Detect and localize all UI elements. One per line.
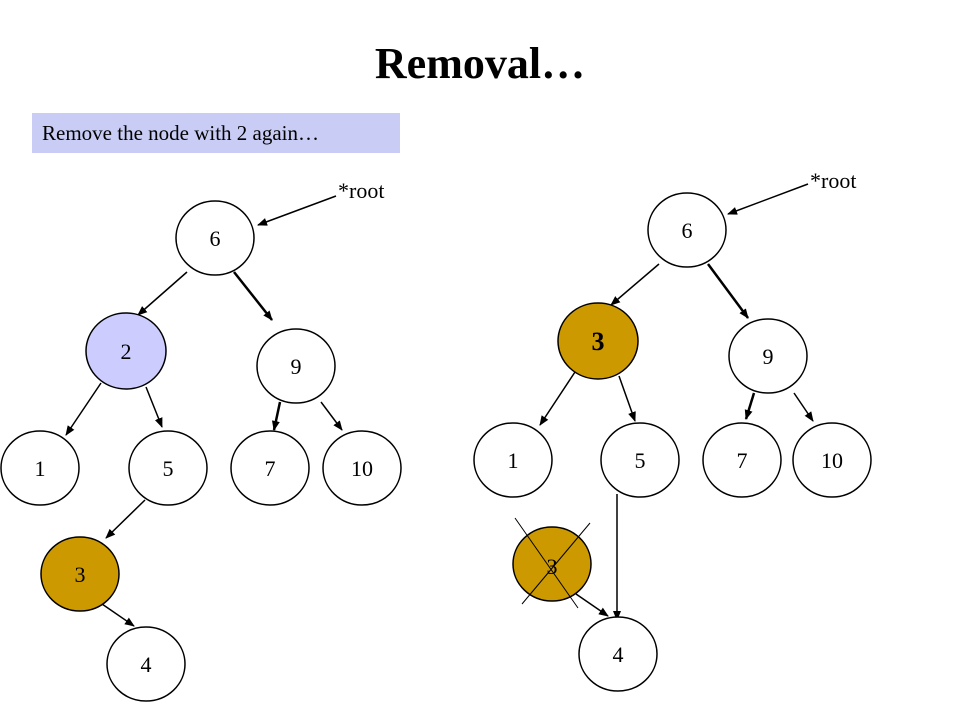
right-node-3-removed: 3 [512, 517, 592, 609]
left-node-3: 3 [40, 536, 120, 612]
right-edge-3-4 [575, 593, 609, 617]
right-root-label: *root [810, 168, 856, 193]
svg-text:10: 10 [351, 456, 373, 481]
right-edge-6-3 [610, 263, 660, 306]
left-root-label: *root [338, 178, 384, 203]
right-node-9: 9 [728, 318, 808, 394]
right-node-10: 10 [792, 422, 872, 498]
right-edge-9-10 [793, 392, 814, 422]
left-edge-6-9 [233, 271, 273, 321]
svg-text:4: 4 [613, 642, 624, 667]
svg-text:9: 9 [291, 354, 302, 379]
left-edge-2-1 [65, 382, 102, 436]
right-node-4: 4 [578, 616, 658, 692]
svg-text:1: 1 [508, 448, 519, 473]
svg-text:1: 1 [35, 456, 46, 481]
right-root-pointer-arrow [727, 183, 809, 215]
left-node-2: 2 [85, 312, 167, 390]
left-edge-3-4 [101, 603, 135, 627]
right-edge-3-1 [539, 371, 576, 426]
left-edge-9-10 [320, 401, 343, 431]
svg-text:6: 6 [210, 226, 221, 251]
left-edge-5-3 [105, 499, 146, 539]
svg-text:10: 10 [821, 448, 843, 473]
left-tree: *root 6 2 9 1 5 [0, 178, 402, 702]
slide-title: Removal… [374, 39, 586, 88]
left-root-pointer-arrow [257, 195, 337, 226]
svg-text:3: 3 [547, 554, 558, 579]
svg-text:7: 7 [737, 448, 748, 473]
left-edge-9-7 [271, 401, 282, 431]
cross-out-icon-stroke-2 [521, 522, 591, 605]
svg-text:7: 7 [265, 456, 276, 481]
left-edge-2-5 [145, 386, 163, 428]
svg-text:9: 9 [763, 344, 774, 369]
svg-text:3: 3 [592, 327, 605, 356]
right-edge-3-5 [618, 375, 636, 422]
svg-text:5: 5 [163, 456, 174, 481]
svg-text:4: 4 [141, 652, 152, 677]
left-node-4: 4 [106, 626, 186, 702]
right-edge-6-9 [706, 263, 750, 319]
left-node-1: 1 [0, 430, 80, 506]
right-node-1: 1 [473, 422, 553, 498]
left-node-6: 6 [175, 200, 255, 276]
svg-text:5: 5 [635, 448, 646, 473]
right-edge-9-7 [744, 392, 756, 420]
svg-text:3: 3 [75, 562, 86, 587]
left-node-10: 10 [322, 430, 402, 506]
left-node-7: 7 [230, 430, 310, 506]
svg-text:2: 2 [121, 339, 132, 364]
left-edge-6-2 [137, 271, 188, 316]
left-node-9: 9 [256, 328, 336, 404]
right-node-6: 6 [647, 192, 727, 268]
cross-out-icon [514, 517, 579, 609]
right-node-7: 7 [702, 422, 782, 498]
svg-text:6: 6 [682, 218, 693, 243]
right-tree: *root 6 3 9 1 5 [473, 168, 872, 692]
right-node-5: 5 [600, 422, 680, 498]
left-node-5: 5 [128, 430, 208, 506]
right-node-3: 3 [557, 302, 639, 380]
subtitle-banner: Remove the node with 2 again… [32, 113, 400, 153]
